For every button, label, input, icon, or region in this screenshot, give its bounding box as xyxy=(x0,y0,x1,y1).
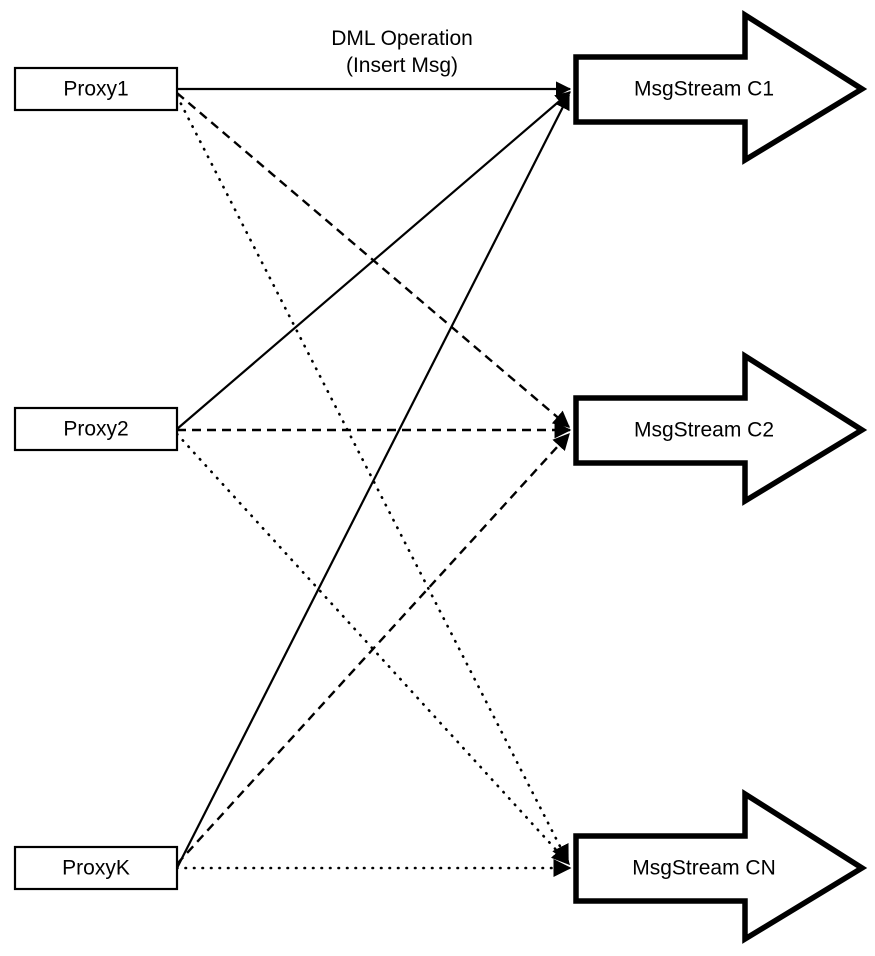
msgstream-node-c2[interactable]: MsgStream C2 xyxy=(573,351,868,506)
edge-proxy1-to-stream-c2 xyxy=(176,92,571,428)
proxy2-box[interactable] xyxy=(13,406,179,452)
stream-c1-arrow-shape[interactable] xyxy=(573,10,868,165)
proxy1-box[interactable] xyxy=(13,66,179,112)
dml-operation-caption-line2: (Insert Msg) xyxy=(346,54,458,77)
edge-proxy1-to-stream-cn xyxy=(175,94,570,864)
msgstream-node-c1[interactable]: MsgStream C1 xyxy=(573,10,868,165)
edge-proxy2-to-stream-cn xyxy=(175,432,571,866)
stream-cn-label: MsgStream CN xyxy=(632,857,776,880)
proxyk-label: ProxyK xyxy=(62,857,130,880)
proxy-node-proxyk[interactable]: ProxyK xyxy=(13,845,179,891)
edge-proxyk-to-stream-c2 xyxy=(176,433,570,865)
msgstream-node-cn[interactable]: MsgStream CN xyxy=(573,789,868,944)
proxyk-box[interactable] xyxy=(13,845,179,891)
dml-operation-caption-line1: DML Operation xyxy=(331,27,473,50)
stream-c2-arrow-shape[interactable] xyxy=(573,351,868,506)
stream-c1-label: MsgStream C1 xyxy=(634,78,774,101)
proxy-node-proxy2[interactable]: Proxy2 xyxy=(13,406,179,452)
stream-cn-arrow-shape[interactable] xyxy=(573,789,868,944)
proxy-node-proxy1[interactable]: Proxy1 xyxy=(13,66,179,112)
stream-c2-label: MsgStream C2 xyxy=(634,419,774,442)
proxy2-label: Proxy2 xyxy=(63,418,128,441)
proxy1-label: Proxy1 xyxy=(63,78,128,101)
